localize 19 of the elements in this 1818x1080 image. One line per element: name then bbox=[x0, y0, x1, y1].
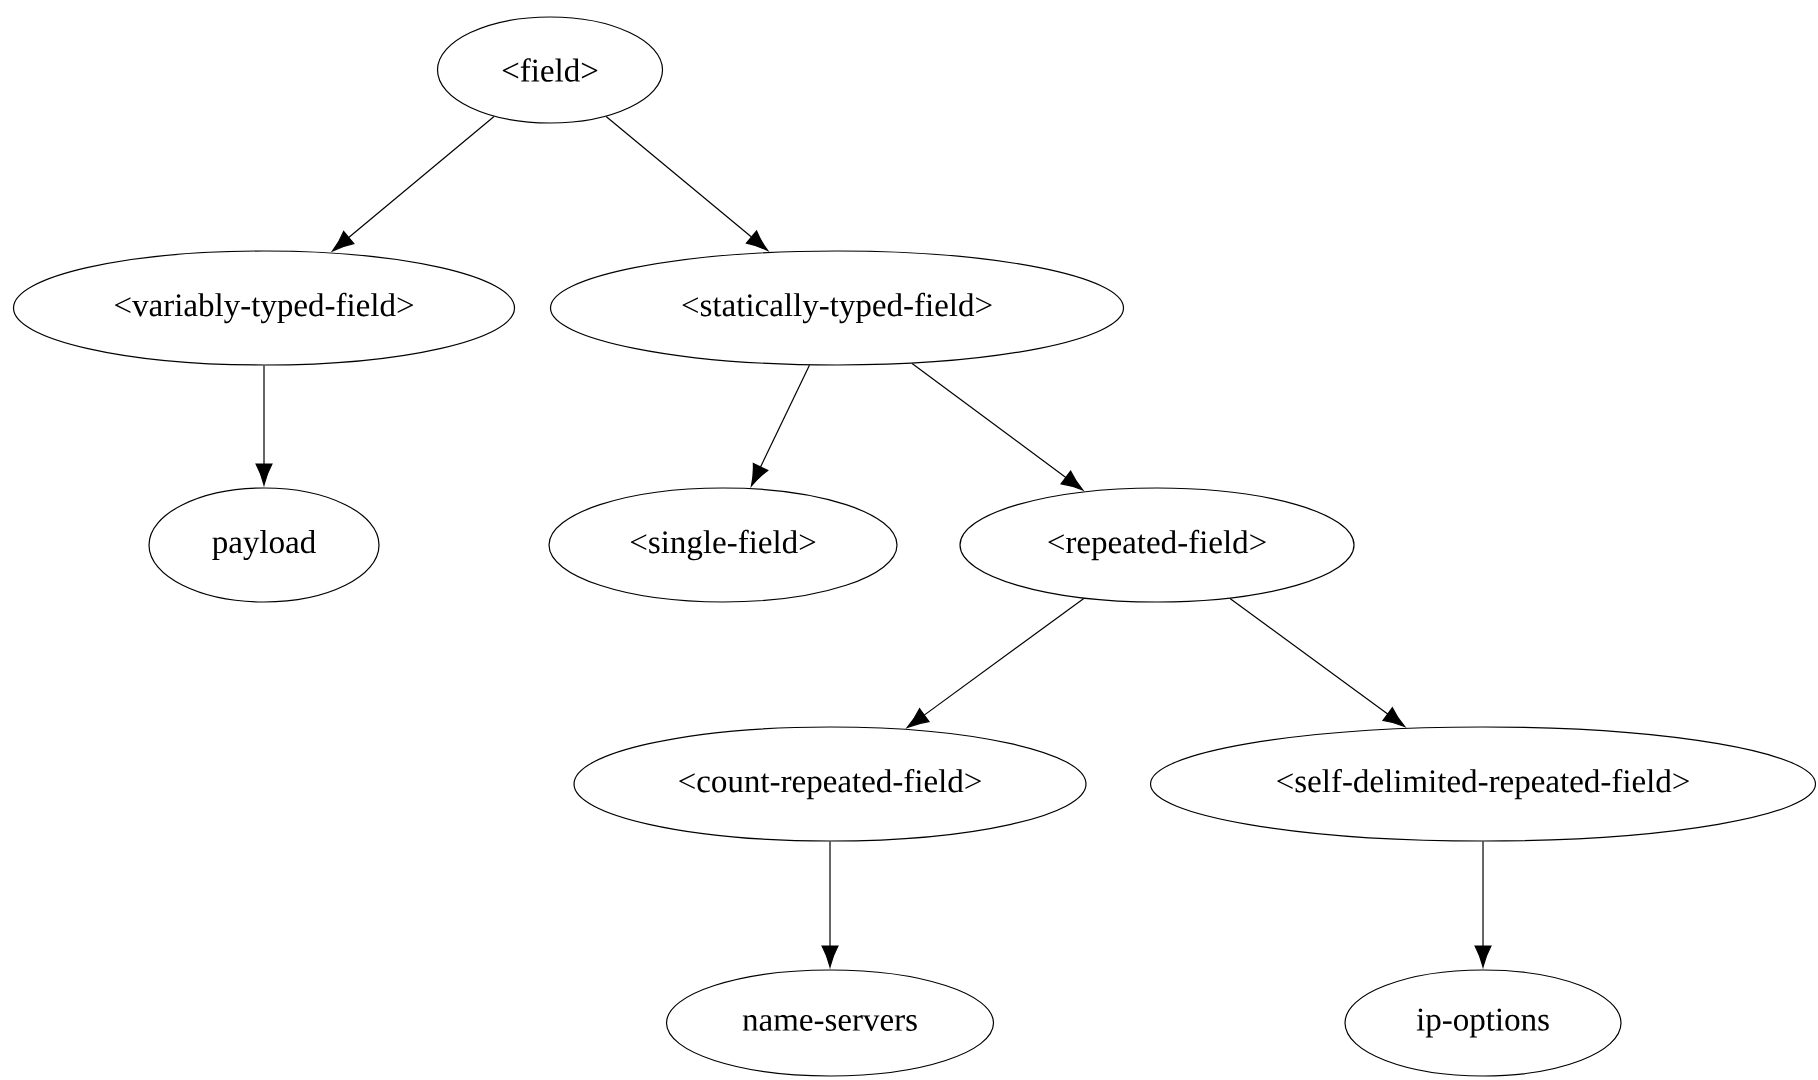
ellipse-node: <field> bbox=[436, 16, 664, 124]
ellipse-node: name-servers bbox=[665, 969, 995, 1077]
arrow bbox=[906, 597, 1085, 729]
ellipse-node: <count-repeated-field> bbox=[573, 726, 1087, 842]
arrow bbox=[821, 841, 839, 968]
ellipse-node: <variably-typed-field> bbox=[12, 250, 516, 366]
ellipse-node: <statically-typed-field> bbox=[549, 250, 1125, 366]
arrow bbox=[332, 115, 495, 252]
arrow bbox=[1229, 597, 1406, 728]
ellipse-node: <self-delimited-repeated-field> bbox=[1149, 726, 1817, 842]
ellipse-node: ip-options bbox=[1344, 969, 1622, 1077]
ellipse-node: <single-field> bbox=[548, 487, 898, 603]
ellipse-node: <repeated-field> bbox=[959, 487, 1355, 603]
arrow bbox=[750, 364, 811, 487]
arrow bbox=[911, 363, 1084, 491]
ellipse-node: payload bbox=[148, 487, 380, 603]
arrow bbox=[255, 365, 273, 486]
arrow bbox=[605, 115, 769, 252]
arrow bbox=[1474, 841, 1492, 968]
